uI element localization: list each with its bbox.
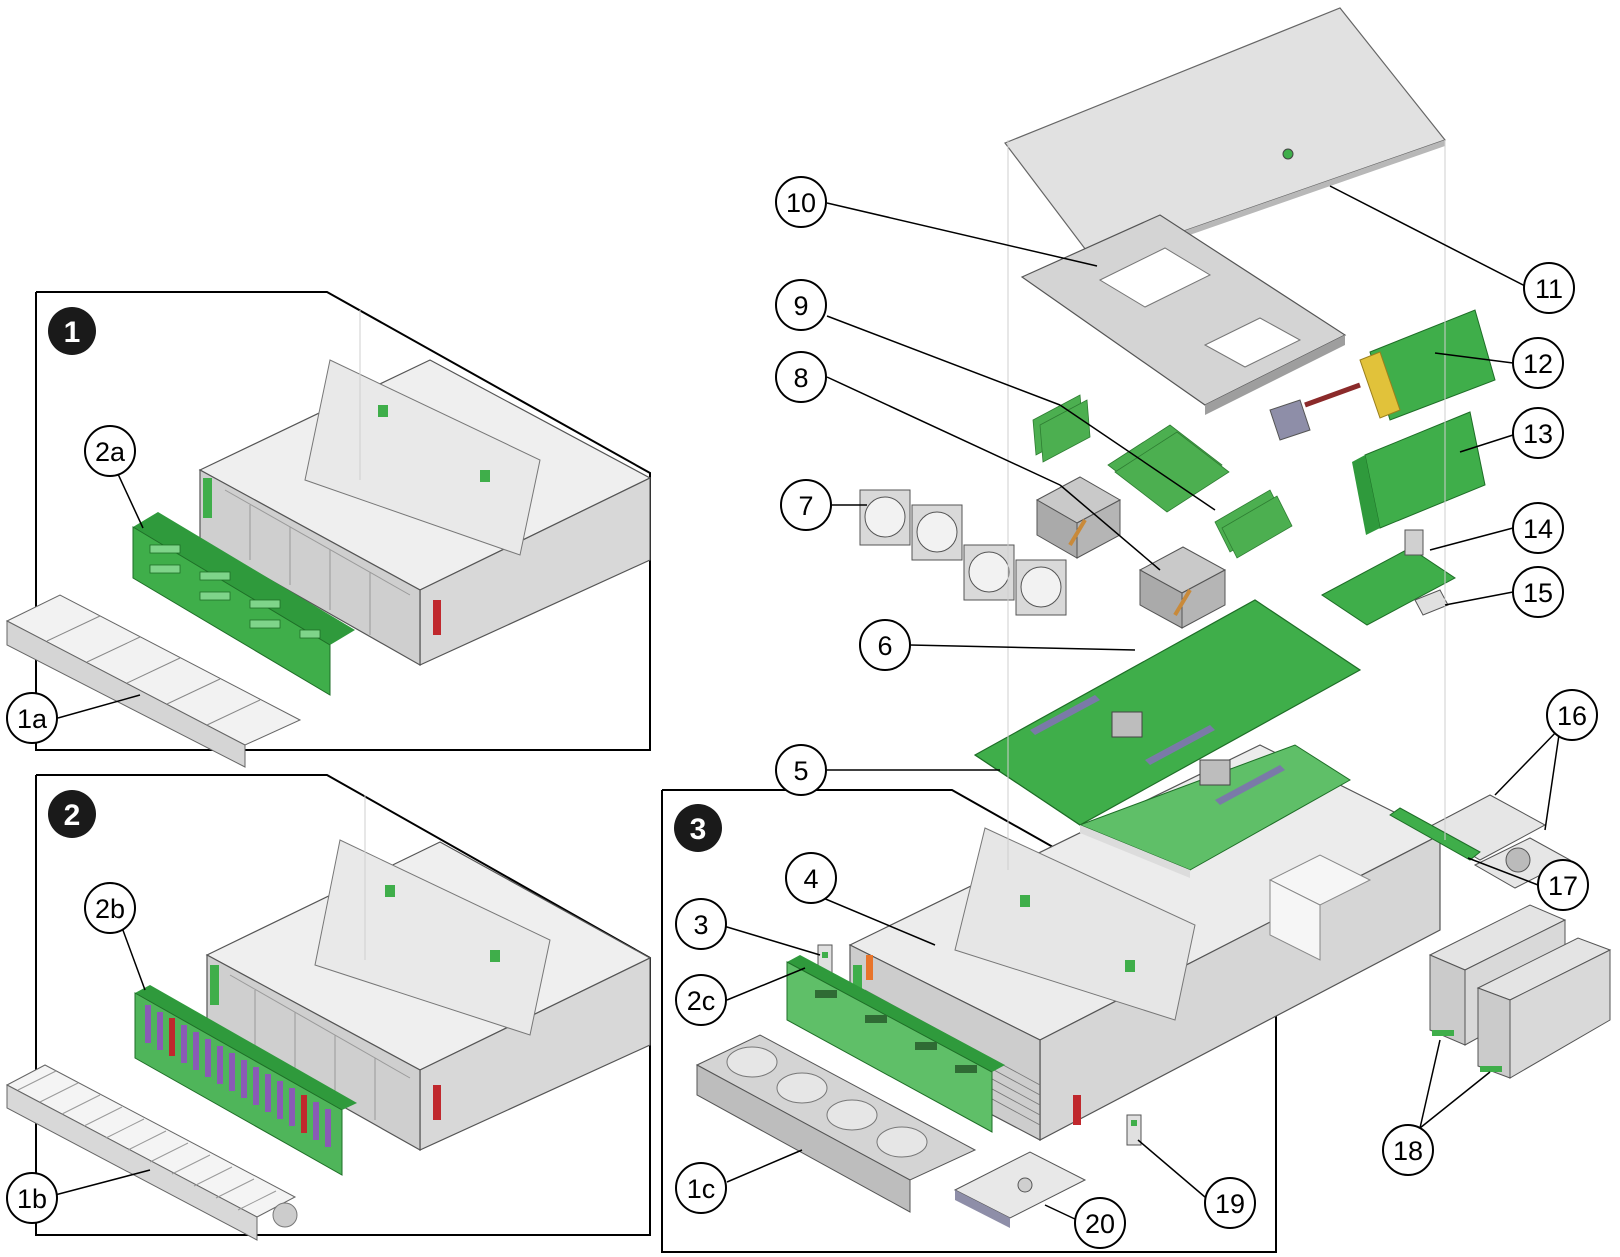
callout-2c: 2c [675,974,727,1026]
backplane-2a [132,512,355,696]
callout-5-label: 5 [793,756,808,786]
callout-12-label: 12 [1523,349,1553,379]
chassis-section-1 [198,359,652,667]
callout-4: 4 [785,852,837,904]
main-chassis-4 [848,744,1442,1141]
top-cover-11 [1004,7,1446,268]
section-badge-2-label: 2 [64,799,81,832]
callout-13-label: 13 [1523,419,1553,449]
pcie-riser-13 [1352,411,1486,535]
drives-1c [695,1034,977,1213]
callout-15-label: 15 [1523,578,1553,608]
callout-6: 6 [859,619,911,671]
callout-19-label: 19 [1215,1189,1245,1219]
callout-13: 13 [1512,407,1564,459]
callout-12: 12 [1512,337,1564,389]
callout-8: 8 [775,351,827,403]
callout-1a-label: 1a [17,704,48,734]
callout-1c: 1c [675,1162,727,1214]
callout-18-label: 18 [1393,1136,1423,1166]
callout-3-label: 3 [693,910,708,940]
air-baffle-10 [1020,214,1347,415]
callout-10: 10 [775,176,827,228]
chassis-section-2 [205,839,652,1152]
callout-3: 3 [675,898,727,950]
callout-2c-label: 2c [687,986,716,1016]
controller-card-14 [1321,529,1456,626]
alignment-lines [359,140,1446,960]
frame-section-1 [35,291,651,751]
callout-2a-label: 2a [95,437,126,467]
callout-9: 9 [775,279,827,331]
callout-7: 7 [780,479,832,531]
callout-14: 14 [1512,502,1564,554]
callout-2b: 2b [84,882,136,934]
backplane-2c [786,955,1005,1133]
section-badge-3-label: 3 [690,813,707,846]
callout-11: 11 [1523,262,1575,314]
drive-stack-1a [5,594,302,768]
backplane-2b [134,985,357,1176]
callout-16: 16 [1546,689,1598,741]
frame-section-3 [661,789,1277,1253]
section-badge-1-label: 1 [64,316,81,349]
callout-5: 5 [775,744,827,796]
callout-9-label: 9 [793,291,808,321]
dimms-9 [1032,394,1293,559]
callout-7-label: 7 [798,491,813,521]
callout-18: 18 [1382,1124,1434,1176]
section-badge-3: 3 [674,804,722,852]
callout-6-label: 6 [877,631,892,661]
callout-1b: 1b [6,1172,58,1224]
callout-20: 20 [1074,1197,1126,1249]
callout-20-label: 20 [1085,1209,1115,1239]
callout-4-label: 4 [803,864,818,894]
callout-2b-label: 2b [95,894,125,924]
callout-14-label: 14 [1523,514,1553,544]
callout-8-label: 8 [793,363,808,393]
callout-2a: 2a [84,425,136,477]
led-module-19 [1126,1114,1142,1146]
callout-11-label: 11 [1535,274,1563,304]
callout-1c-label: 1c [687,1174,716,1204]
pcie-riser-12 [1269,309,1496,441]
section-badge-1: 1 [48,307,96,355]
drive-stack-1b [5,1064,298,1241]
callout-1a: 1a [6,692,58,744]
fans-7 [859,489,1067,616]
interconnect-board-17 [1389,807,1481,861]
motherboard-5-6 [973,599,1362,878]
optical-drive-20 [953,1151,1087,1228]
callout-10-label: 10 [786,188,816,218]
callout-19: 19 [1204,1177,1256,1229]
callout-15: 15 [1512,566,1564,618]
callout-16-label: 16 [1557,701,1587,731]
power-supplies-18 [1428,904,1612,1079]
callout-1b-label: 1b [17,1184,47,1214]
section-badge-2: 2 [48,790,96,838]
callout-17-label: 17 [1548,871,1578,901]
callout-17: 17 [1537,859,1589,911]
frame-section-2 [35,774,651,1236]
leader-lines [54,185,1561,1221]
